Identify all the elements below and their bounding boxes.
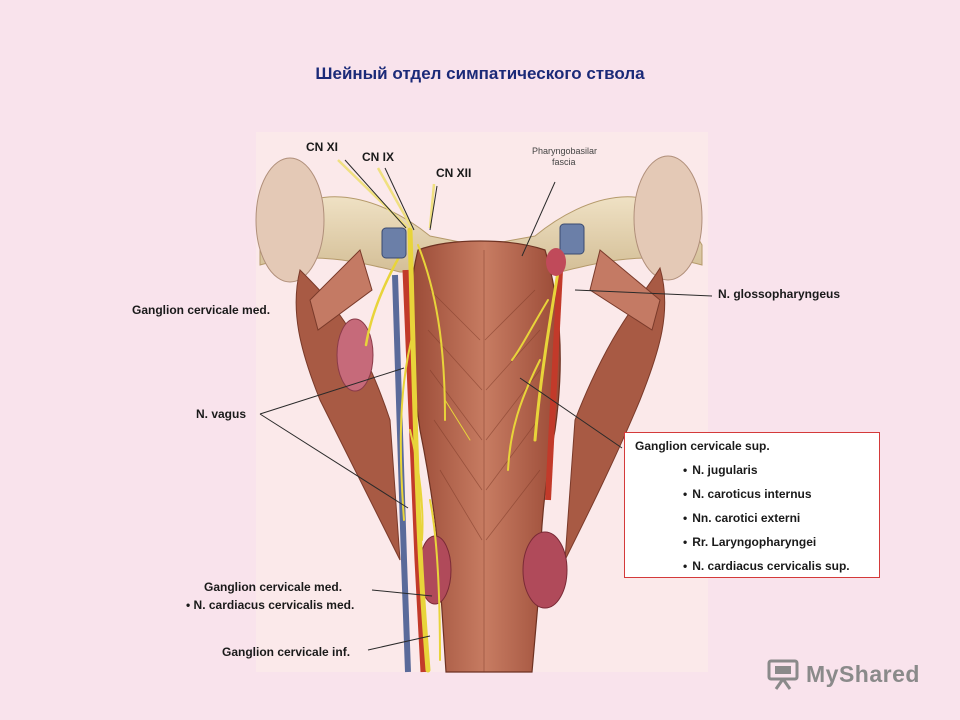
- left-ear: [255, 157, 325, 283]
- label-cn-ix: CN IX: [362, 150, 395, 164]
- leader-lines: [259, 159, 713, 651]
- right-thyroid: [522, 531, 568, 609]
- left-jugular: [392, 274, 411, 673]
- label-ganglion-inf: Ganglion cervicale inf.: [222, 645, 351, 659]
- right-carotid: [545, 269, 563, 501]
- right-ear: [633, 155, 703, 281]
- label-cn-xii: CN XII: [436, 166, 472, 180]
- label-n-cardiacus-med: • N. cardiacus cervicalis med.: [186, 598, 355, 612]
- label-n-vagus: N. vagus: [196, 407, 247, 421]
- ganglion-sup-item: N. cardiacus cervicalis sup.: [683, 559, 849, 583]
- watermark: MyShared: [766, 656, 920, 692]
- nerves: [364, 227, 562, 673]
- right-stylo-muscles: [589, 249, 661, 331]
- label-n-cardiacus-med-text: N. cardiacus cervicalis med.: [193, 598, 355, 612]
- ganglion-sup-item: N. caroticus internus: [683, 487, 850, 511]
- label-ganglion-med-top: Ganglion cervicale med.: [132, 303, 271, 317]
- superior-ganglion: [546, 248, 566, 276]
- left-stylo-muscles: [309, 249, 373, 331]
- watermark-brand: MyShared: [806, 660, 920, 687]
- label-pharyngobasilar-line2: fascia: [552, 157, 576, 167]
- slide-title: Шейный отдел симпатического ствола: [315, 64, 645, 83]
- presentation-board-icon: [767, 659, 799, 690]
- label-cn-xi: CN XI: [306, 140, 339, 154]
- left-lateral-muscles: [295, 269, 401, 561]
- label-ganglion-med-bottom: Ganglion cervicale med.: [204, 580, 343, 594]
- left-jugular-foramen: [381, 227, 407, 259]
- left-parotid: [336, 318, 374, 392]
- ganglion-sup-list: N. jugularis N. caroticus internus Nn. c…: [683, 463, 850, 583]
- ganglion-sup-item: Nn. carotici externi: [683, 511, 850, 535]
- ganglion-sup-item: N. jugularis: [683, 463, 850, 487]
- ganglion-sup-title: Ganglion cervicale sup.: [635, 439, 770, 453]
- ganglion-sup-item: Rr. Laryngopharyngei: [683, 535, 850, 559]
- ganglion-sup-box: Ganglion cervicale sup. N. jugularis N. …: [624, 432, 880, 578]
- pharynx-fibers: [427, 250, 541, 672]
- label-pharyngobasilar-line1: Pharyngobasilar: [532, 146, 598, 156]
- label-n-glossopharyngeus: N. glossopharyngeus: [718, 287, 841, 301]
- right-lateral-muscles: [564, 266, 666, 561]
- right-jugular-foramen: [559, 223, 585, 255]
